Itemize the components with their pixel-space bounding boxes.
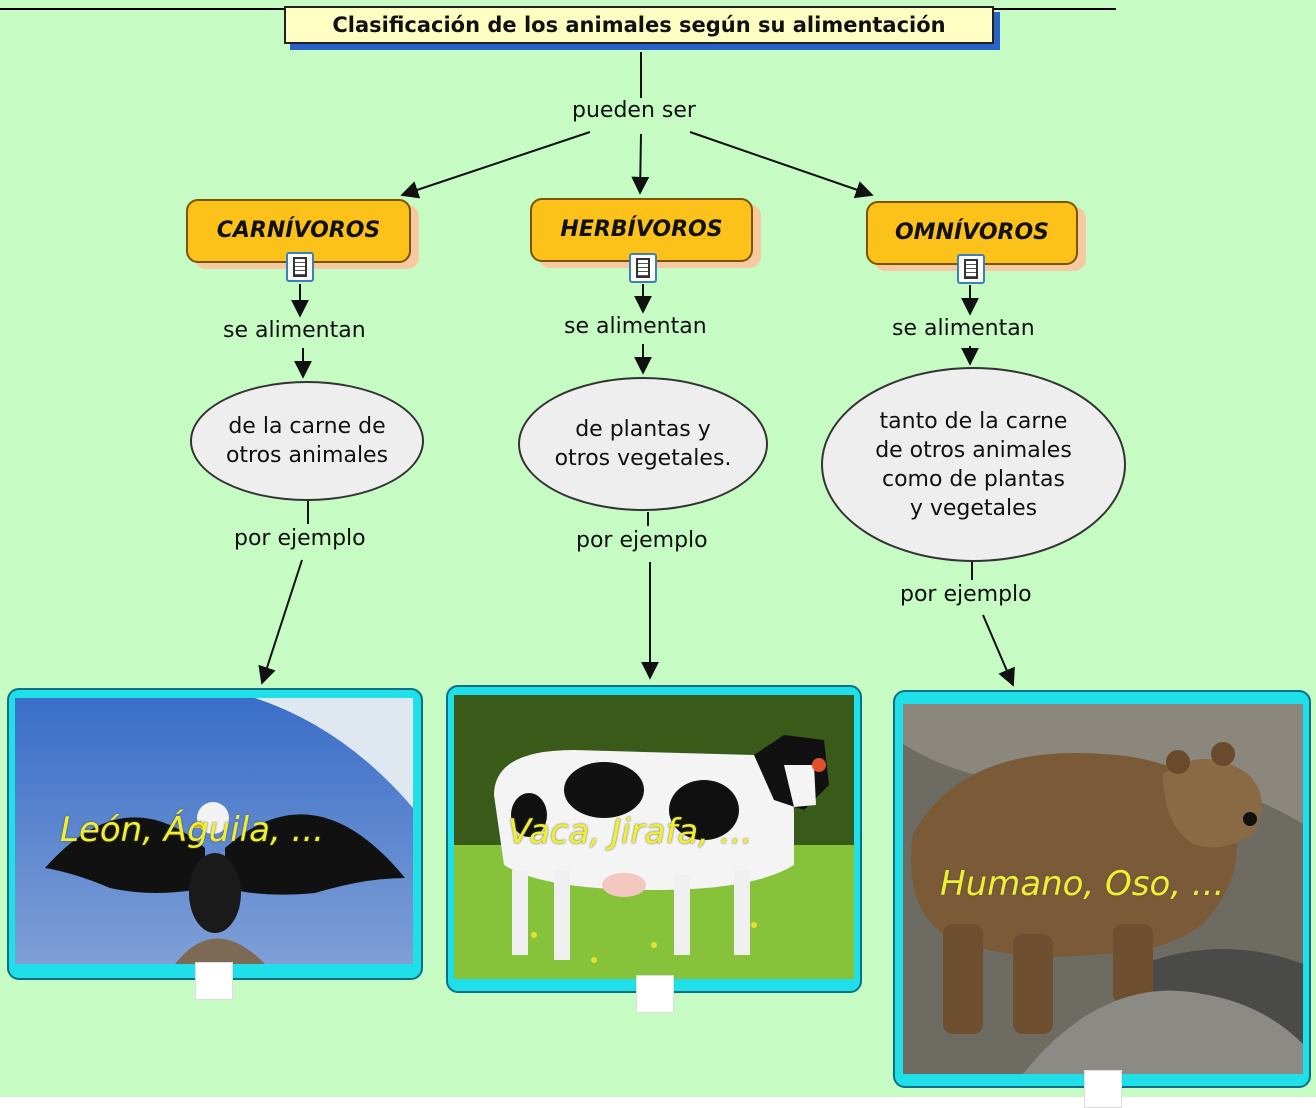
diet-node-carnivoros[interactable]: de la carne de otros animales — [190, 381, 424, 501]
document-icon[interactable] — [629, 253, 657, 283]
node-herbivoros[interactable]: HERBÍVOROS — [530, 198, 753, 262]
image-placeholder-icon — [636, 975, 674, 1013]
link-label-por-ejemplo: por ejemplo — [572, 528, 712, 553]
cow-illustration — [454, 695, 854, 979]
link-label-por-ejemplo: por ejemplo — [896, 582, 1036, 607]
diet-node-herbivoros[interactable]: de plantas y otros vegetales. — [518, 377, 768, 511]
image-placeholder-icon — [195, 962, 233, 1000]
link-label-se-alimentan: se alimentan — [888, 316, 1039, 341]
eagle-photo — [15, 698, 413, 964]
diet-text: de plantas y otros vegetales. — [554, 417, 732, 471]
link-label-pueden-ser: pueden ser — [568, 98, 700, 123]
example-caption: Humano, Oso, ... — [940, 864, 1225, 904]
link-label-por-ejemplo: por ejemplo — [230, 526, 370, 551]
eagle-illustration — [15, 698, 413, 964]
example-node-carnivoros[interactable] — [7, 688, 423, 980]
link-label-se-alimentan: se alimentan — [219, 318, 370, 343]
diet-text: de la carne de otros animales — [225, 414, 389, 468]
image-placeholder-icon — [1084, 1070, 1122, 1108]
diet-text: tanto de la carne de otros animales como… — [875, 408, 1072, 521]
example-caption: León, Águila, ... — [60, 810, 324, 850]
example-node-omnivoros[interactable] — [893, 690, 1311, 1088]
bear-photo — [903, 704, 1303, 1074]
bear-illustration — [903, 704, 1303, 1074]
document-icon[interactable] — [957, 254, 985, 284]
cow-photo — [454, 695, 854, 979]
example-caption: Vaca, Jirafa, ... — [508, 812, 753, 852]
diet-node-omnivoros[interactable]: tanto de la carne de otros animales como… — [821, 367, 1126, 562]
link-label-se-alimentan: se alimentan — [560, 314, 711, 339]
map-title: Clasificación de los animales según su a… — [284, 6, 994, 44]
document-icon[interactable] — [286, 252, 314, 282]
example-node-herbivoros[interactable] — [446, 685, 862, 993]
